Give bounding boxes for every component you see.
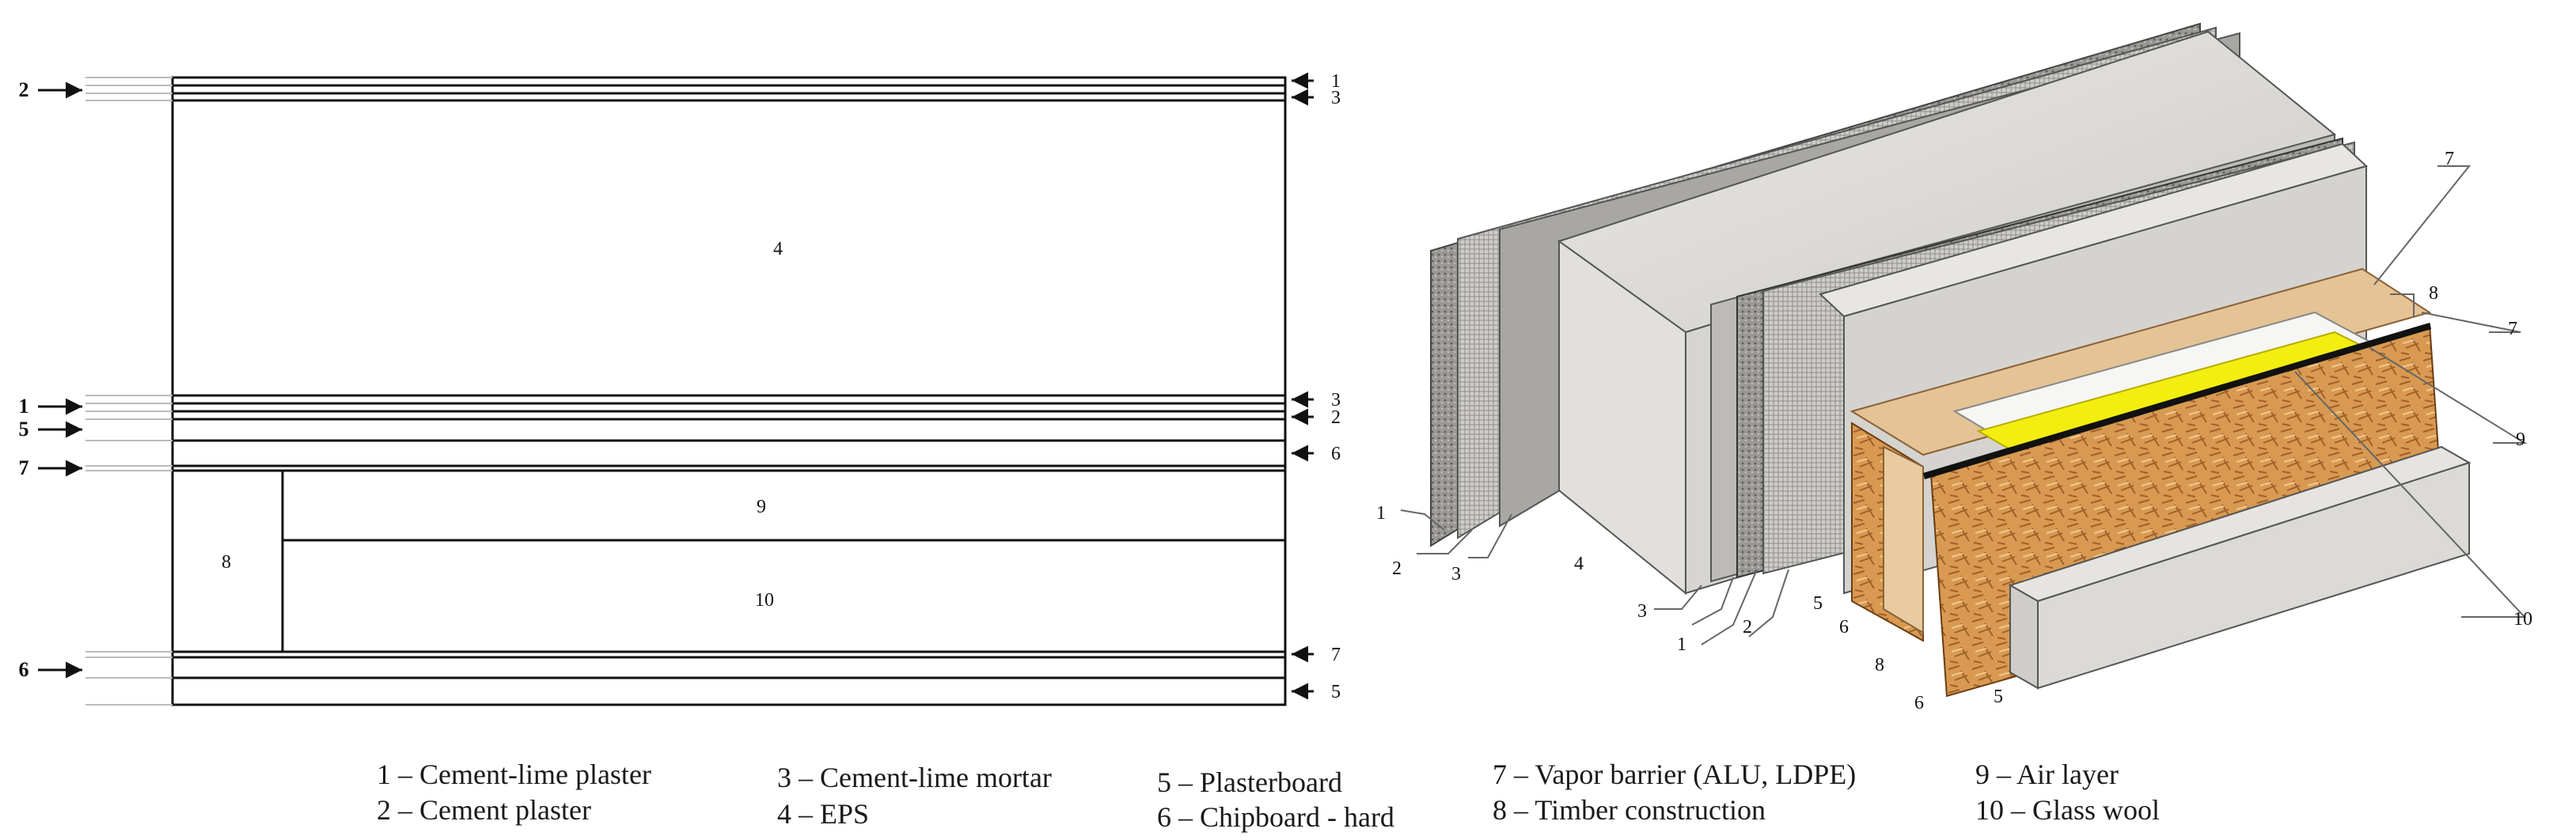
iso-label: 3 — [1637, 601, 1647, 622]
legend-item: 7 – Vapor barrier (ALU, LDPE) — [1493, 759, 1857, 790]
iso-label: 3 — [1451, 564, 1461, 585]
legend-item: 6 – Chipboard - hard — [1157, 801, 1394, 833]
front-plasterboard-side — [2037, 461, 2470, 690]
right-marker: 7 — [1331, 645, 1341, 665]
iso-label: 6 — [1914, 693, 1924, 712]
vapor-barrier-line — [1923, 323, 2431, 479]
left-marker: 2 — [19, 78, 29, 101]
iso-label: 4 — [1574, 554, 1584, 574]
timber-front — [1883, 445, 1924, 634]
iso-label: 8 — [2429, 283, 2438, 304]
legend-item: 8 – Timber construction — [1493, 794, 1766, 826]
left-marker: 6 — [19, 658, 29, 681]
iso-label: 2 — [1392, 558, 1402, 579]
left-marker: 5 — [19, 418, 29, 441]
iso-label: 1 — [1677, 634, 1686, 655]
layer-label-eps: 4 — [773, 239, 783, 259]
right-marker: 3 — [1331, 88, 1341, 108]
iso-label: 5 — [1813, 593, 1823, 614]
iso-label: 6 — [1839, 617, 1849, 638]
wall-cross-section: 4 9 10 8 2 1 5 7 6 — [19, 71, 1341, 706]
iso-label: 10 — [2513, 609, 2532, 630]
right-marker: 1 — [1331, 71, 1341, 92]
legend-item: 4 – EPS — [777, 798, 870, 830]
layer-label-glass-wool: 10 — [755, 590, 774, 611]
layer-label-air: 9 — [757, 497, 766, 517]
iso-label: 7 — [2445, 149, 2454, 169]
left-marker: 7 — [19, 456, 29, 479]
legend-item: 3 – Cement-lime mortar — [777, 762, 1052, 793]
wall-isometric-view: 1 2 3 4 3 1 2 5 6 8 6 5 7 8 7 9 10 — [1376, 22, 2532, 712]
iso-label: 7 — [2508, 319, 2517, 339]
right-marker: 3 — [1331, 390, 1341, 411]
right-marker: 5 — [1331, 682, 1341, 702]
legend-item: 1 – Cement-lime plaster — [377, 759, 651, 790]
front-plasterboard-front — [2009, 584, 2039, 690]
section-outline — [171, 76, 1287, 706]
iso-label: 1 — [1376, 503, 1386, 524]
right-marker: 2 — [1331, 407, 1341, 428]
legend-item: 9 – Air layer — [1975, 759, 2119, 790]
right-marker: 6 — [1331, 444, 1341, 464]
iso-label: 8 — [1875, 655, 1884, 675]
layer-label-timber: 8 — [222, 552, 231, 573]
left-marker: 1 — [19, 395, 29, 418]
legend-item: 2 – Cement plaster — [377, 794, 591, 826]
legend-item: 10 – Glass wool — [1975, 794, 2160, 826]
iso-label: 5 — [1994, 687, 2003, 707]
legend-item: 5 – Plasterboard — [1157, 766, 1342, 798]
iso-label: 2 — [1743, 617, 1752, 638]
iso-label: 9 — [2516, 429, 2525, 450]
